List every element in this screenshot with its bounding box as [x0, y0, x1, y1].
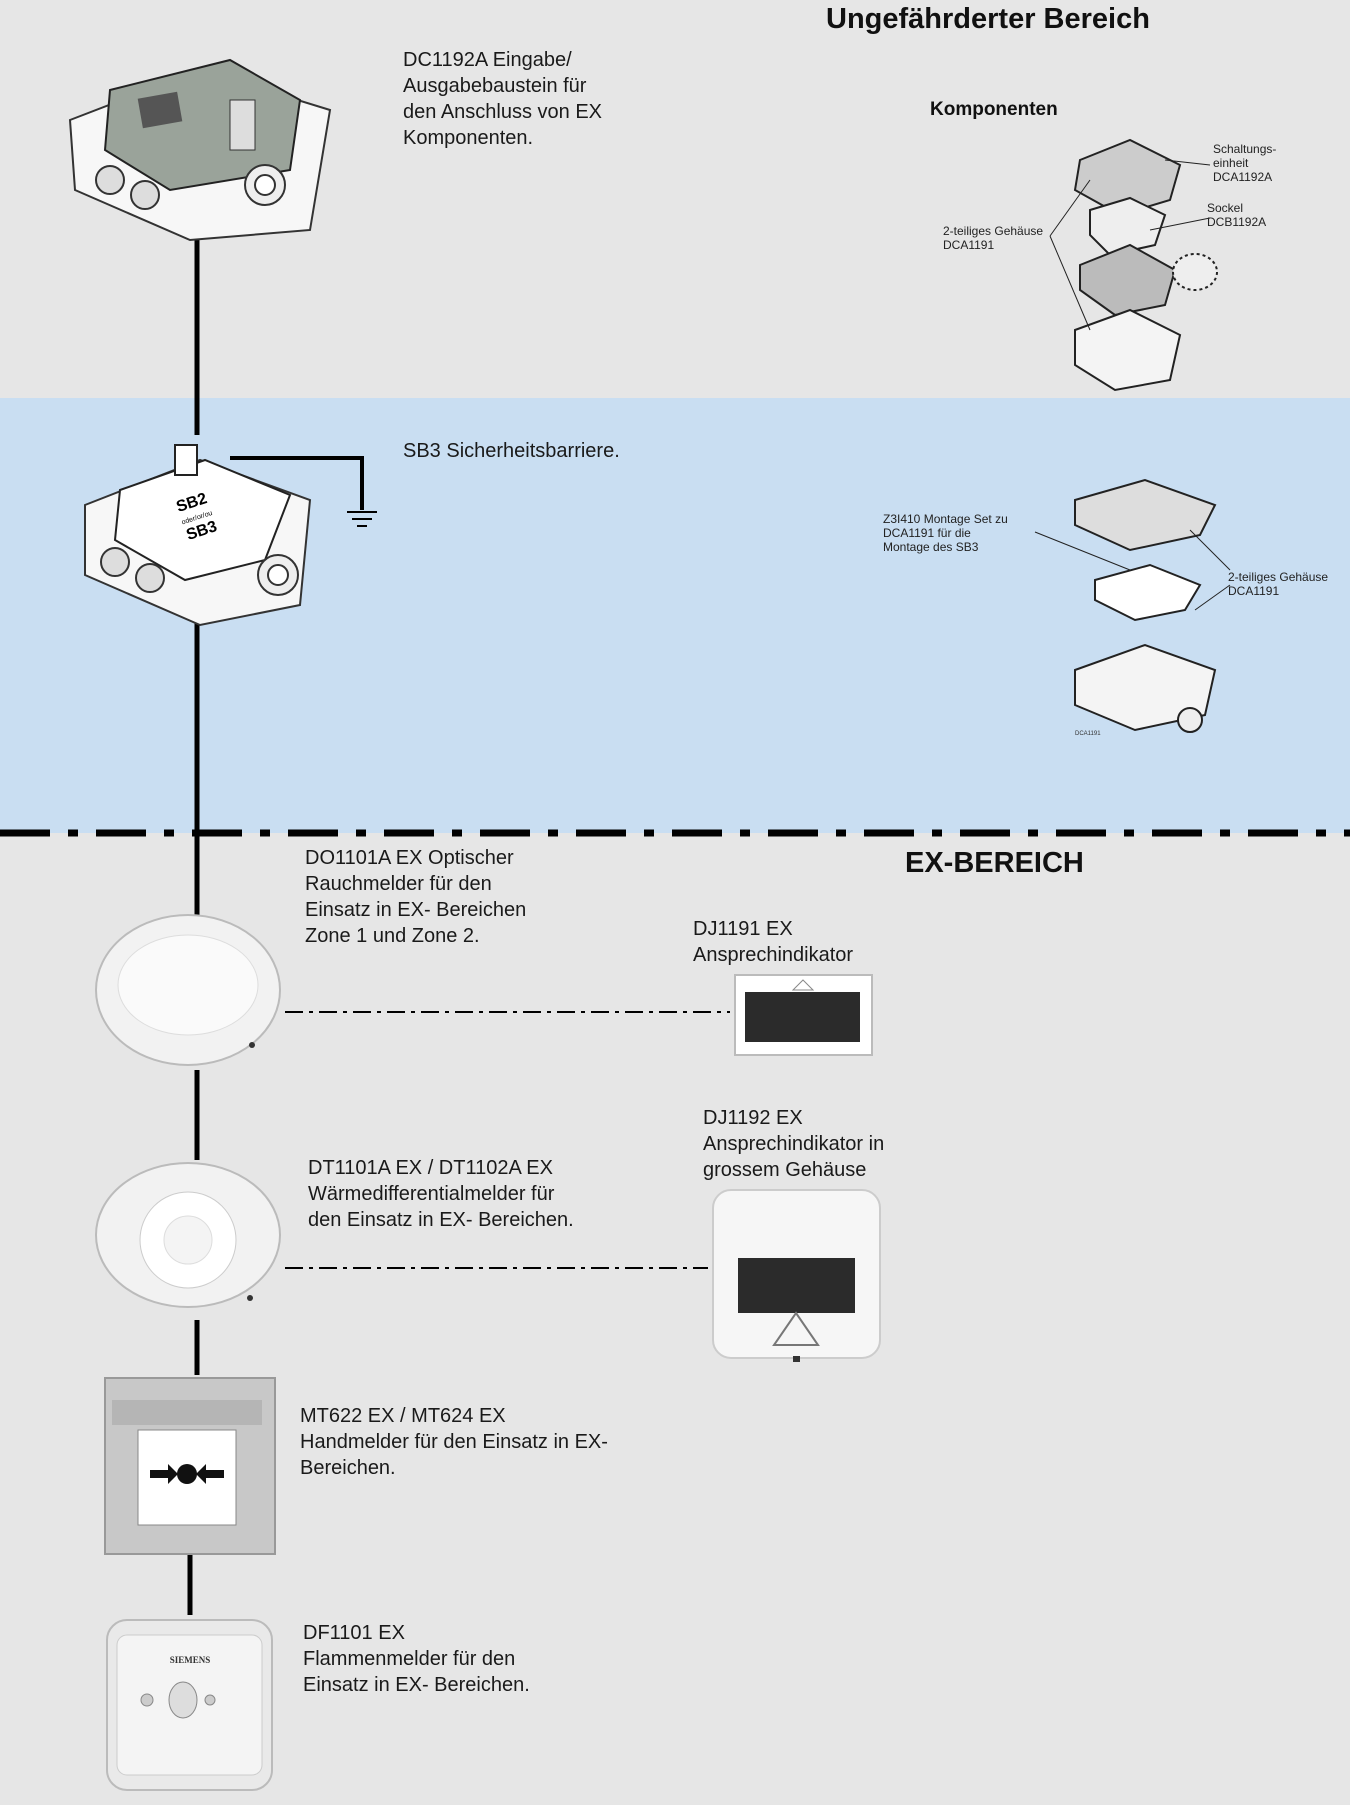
dj1191-description: DJ1191 EX Ansprechindikator — [693, 916, 853, 968]
sb3-mounting-exploded-view: DCA1191 — [1035, 480, 1230, 737]
dj1192-description: DJ1192 EX Ansprechindikator in grossem G… — [703, 1105, 884, 1183]
dj1191-indicator-image — [735, 975, 872, 1055]
dca1191-marking: DCA1191 — [1075, 731, 1101, 737]
dt1101a-heat-detector-image — [96, 1163, 280, 1307]
mt622-description: MT622 EX / MT624 EX Handmelder für den E… — [300, 1403, 608, 1481]
sb3-barrier-image: SB2 oder/or/ou SB3 — [85, 445, 377, 625]
dc1192a-description: DC1192A Eingabe/ Ausgabebaustein für den… — [403, 47, 602, 151]
schaltungseinheit-label: Schaltungs- einheit DCA1192A — [1213, 142, 1276, 184]
df1101-description: DF1101 EX Flammenmelder für den Einsatz … — [303, 1620, 530, 1698]
gehaeuse-top-label: 2-teiliges Gehäuse DCA1191 — [943, 224, 1043, 252]
dc1192a-module-image — [70, 60, 330, 240]
components-exploded-view — [1050, 140, 1217, 390]
df1101-flame-detector-image: SIEMENS — [107, 1620, 272, 1790]
components-title: Komponenten — [930, 98, 1058, 122]
gehaeuse-bottom-label: 2-teiliges Gehäuse DCA1191 — [1228, 570, 1328, 598]
ex-area-title: EX-BEREICH — [905, 845, 1084, 881]
dj1192-indicator-image — [713, 1190, 880, 1362]
dt1101a-description: DT1101A EX / DT1102A EX Wärmedifferentia… — [308, 1155, 574, 1233]
montage-set-label: Z3I410 Montage Set zu DCA1191 für die Mo… — [883, 512, 1008, 554]
sb3-description: SB3 Sicherheitsbarriere. — [403, 438, 620, 464]
sockel-label: Sockel DCB1192A — [1207, 201, 1266, 229]
safe-area-title: Ungefährderter Bereich — [826, 0, 1150, 38]
do1101a-smoke-detector-image — [96, 915, 280, 1065]
mt622-manual-call-point-image — [105, 1378, 275, 1554]
siemens-marking: SIEMENS — [170, 1655, 211, 1665]
do1101a-description: DO1101A EX Optischer Rauchmelder für den… — [305, 845, 526, 949]
